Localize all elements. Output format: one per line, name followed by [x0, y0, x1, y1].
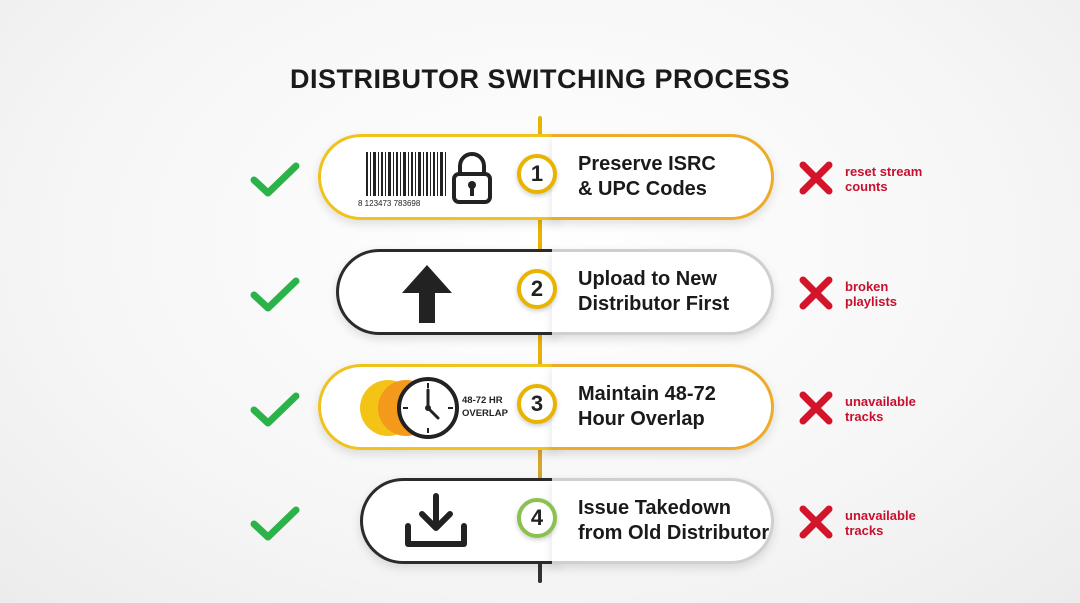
up-arrow-icon [402, 265, 452, 323]
cross-icon [799, 276, 833, 310]
step-number: 1 [517, 154, 557, 194]
step-label: Issue Takedown from Old Distributor [578, 496, 798, 546]
risk-text: broken playlists [845, 279, 955, 309]
lock-icon [452, 152, 492, 204]
overlap-line2: OVERLAP [462, 408, 508, 419]
check-icon [250, 506, 300, 541]
risk-line1: broken [845, 279, 889, 294]
overlap-line1: 48-72 HR [462, 395, 503, 406]
risk-line2: counts [845, 179, 888, 194]
step-label-line2: & UPC Codes [578, 178, 707, 200]
step-row-1: 8 123473 783698 1 Preserve ISRC & UPC Co… [0, 134, 1080, 226]
step-number: 4 [517, 498, 557, 538]
step-label: Maintain 48-72 Hour Overlap [578, 382, 798, 432]
risk-line1: unavailable [845, 394, 916, 409]
check-icon [250, 162, 300, 197]
step-label-line1: Upload to New [578, 268, 717, 290]
step-label-line1: Issue Takedown [578, 497, 732, 519]
step-label-panel [552, 478, 774, 564]
page-title: DISTRIBUTOR SWITCHING PROCESS [289, 64, 791, 94]
step-label-panel [552, 134, 774, 220]
risk-line2: tracks [845, 523, 884, 538]
step-label-line1: Maintain 48-72 [578, 383, 716, 405]
cross-icon [799, 391, 833, 425]
risk-line2: tracks [845, 409, 884, 424]
download-icon [405, 493, 467, 547]
timeline-line [538, 116, 542, 583]
check-icon [250, 392, 300, 427]
barcode-number: 8 123473 783698 [358, 199, 421, 208]
step-label-line1: Preserve ISRC [578, 153, 716, 175]
step-label-line2: from Old Distributor [578, 522, 770, 544]
step-label-line2: Distributor First [578, 293, 730, 315]
risk-text: reset stream counts [845, 164, 955, 194]
step-row-2: 2 Upload to New Distributor First broken… [0, 249, 1080, 341]
check-icon [250, 277, 300, 312]
step-label-panel [552, 364, 774, 450]
step-row-4: 4 Issue Takedown from Old Distributor un… [0, 478, 1080, 570]
cross-icon [799, 161, 833, 195]
step-label-panel [552, 249, 774, 335]
step-icon-panel [360, 478, 558, 564]
cross-icon [799, 505, 833, 539]
step-row-3: 48-72 HR OVERLAP 3 Maintain 48-72 Hour O… [0, 364, 1080, 456]
step-number: 2 [517, 269, 557, 309]
risk-text: unavailable tracks [845, 508, 955, 538]
clock-icon [360, 377, 459, 439]
risk-line2: playlists [845, 294, 898, 309]
step-label: Upload to New Distributor First [578, 267, 798, 317]
risk-text: unavailable tracks [845, 394, 955, 424]
risk-line1: reset stream [845, 164, 923, 179]
step-label-line2: Hour Overlap [578, 408, 705, 430]
barcode-icon: 8 123473 783698 [358, 152, 492, 208]
step-number: 3 [517, 384, 557, 424]
step-label: Preserve ISRC & UPC Codes [578, 152, 798, 202]
overlap-label: 48-72 HR OVERLAP [462, 394, 508, 420]
risk-line1: unavailable [845, 508, 916, 523]
